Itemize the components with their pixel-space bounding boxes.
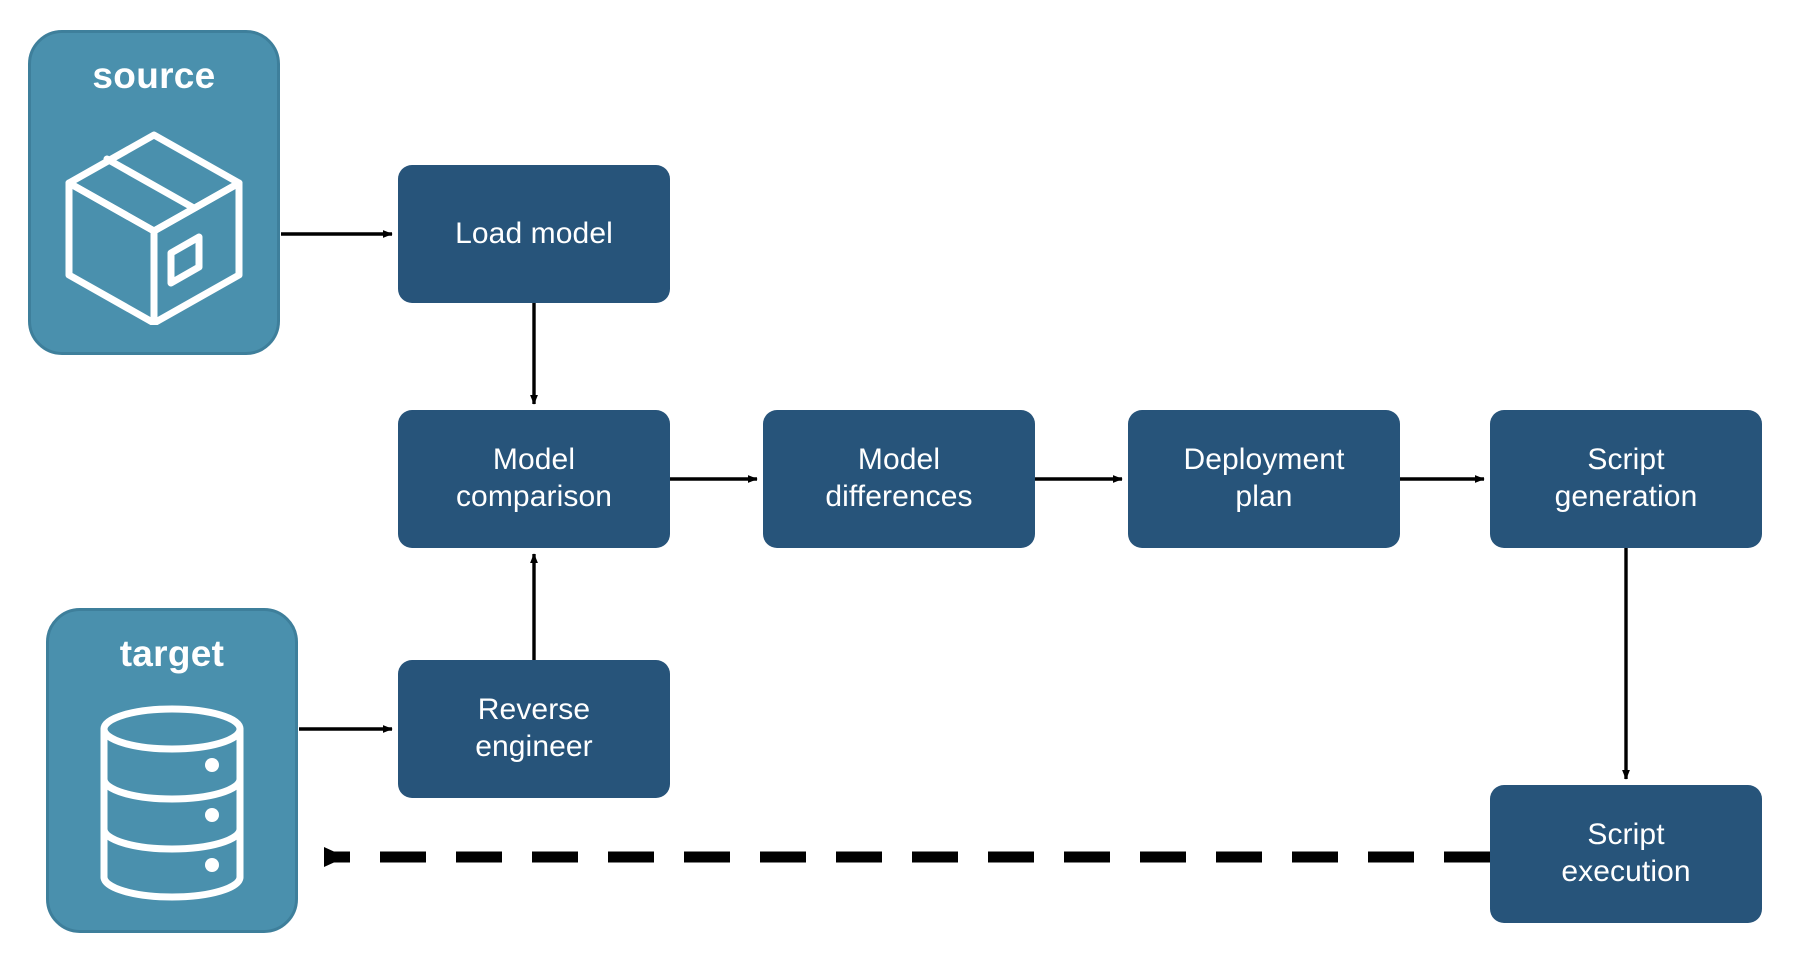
endpoint-source[interactable]: source: [28, 30, 280, 355]
process-load-model[interactable]: Load model: [398, 165, 670, 303]
process-load-model-label: Load model: [455, 216, 613, 250]
process-reverse-engineer-label: Reverse engineer: [475, 693, 593, 763]
process-model-comparison-label: Model comparison: [455, 443, 613, 513]
process-deployment-plan[interactable]: Deployment plan: [1128, 410, 1400, 548]
package-box-icon: [31, 97, 277, 352]
endpoint-target-label: target: [119, 633, 225, 674]
process-model-comparison[interactable]: Model comparison: [398, 410, 670, 548]
process-reverse-engineer[interactable]: Reverse engineer: [398, 660, 670, 798]
process-script-generation-label: Script generation: [1554, 443, 1698, 513]
process-model-differences[interactable]: Model differences: [763, 410, 1035, 548]
process-script-execution-label: Script execution: [1561, 818, 1691, 888]
process-deployment-plan-label: Deployment plan: [1183, 443, 1345, 513]
process-model-differences-label: Model differences: [825, 443, 973, 513]
database-cylinder-icon: [49, 675, 295, 930]
endpoint-source-label: source: [92, 55, 216, 96]
endpoint-target[interactable]: target: [46, 608, 298, 933]
process-script-generation[interactable]: Script generation: [1490, 410, 1762, 548]
process-script-execution[interactable]: Script execution: [1490, 785, 1762, 923]
